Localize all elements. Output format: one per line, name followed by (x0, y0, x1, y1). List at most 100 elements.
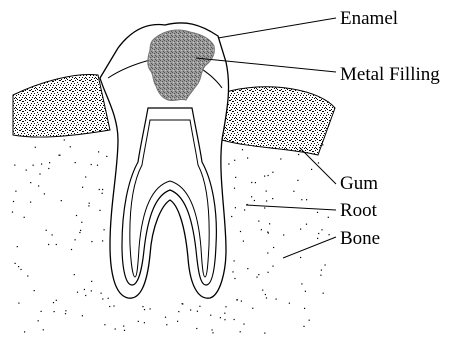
bone-speckle (267, 252, 268, 253)
bone-speckle (273, 247, 274, 248)
bone-speckle (262, 290, 263, 291)
bone-speckle (75, 162, 76, 163)
bone-speckle (41, 164, 42, 165)
bone-speckle (321, 229, 322, 230)
label-bone: Bone (340, 228, 380, 249)
bone-speckle (234, 319, 235, 320)
bone-speckle (24, 331, 25, 332)
bone-speckle (232, 271, 233, 272)
bone-speckle (261, 229, 262, 230)
bone-speckle (328, 217, 329, 218)
bone-speckle (39, 173, 40, 174)
bone-speckle (123, 326, 124, 327)
bone-speckle (71, 249, 72, 250)
bone-speckle (65, 313, 66, 314)
bone-speckle (15, 191, 16, 192)
bone-speckle (318, 162, 319, 163)
bone-speckle (34, 290, 35, 291)
bone-speckle (61, 200, 62, 201)
bone-speckle (54, 311, 55, 312)
bone-speckle (101, 293, 102, 294)
bone-speckle (98, 151, 99, 152)
bone-speckle (13, 201, 14, 202)
bone-speckle (320, 275, 321, 276)
bone-speckle (297, 180, 298, 181)
bone-speckle (102, 189, 103, 190)
bone-speckle (178, 311, 179, 312)
bone-speckle (212, 332, 213, 333)
bone-speckle (300, 257, 301, 258)
bone-speckle (99, 189, 100, 190)
bone-speckle (242, 149, 243, 150)
bone-speckle (235, 207, 236, 208)
bone-speckle (196, 328, 197, 329)
bone-speckle (99, 210, 100, 211)
bone-speckle (251, 182, 252, 183)
bone-speckle (252, 308, 253, 309)
bone-speckle (325, 264, 326, 265)
bone-speckle (272, 266, 273, 267)
bone-speckle (27, 275, 28, 276)
bone-speckle (317, 212, 318, 213)
bone-speckle (241, 301, 242, 302)
bone-speckle (322, 144, 323, 145)
bone-speckle (276, 299, 277, 300)
gum-right (222, 87, 335, 155)
bone-speckle (220, 317, 221, 318)
bone-speckle (65, 310, 66, 311)
bone-speckle (20, 269, 21, 270)
bone-speckle (254, 200, 255, 201)
bone-speckle (18, 266, 19, 267)
bone-speckle (311, 169, 312, 170)
bone-speckle (329, 234, 330, 235)
bone-speckle (38, 185, 39, 186)
bone-speckle (212, 329, 213, 330)
bone-speckle (199, 306, 200, 307)
bone-speckle (102, 298, 103, 299)
bone-speckle (38, 320, 39, 321)
bone-speckle (56, 300, 57, 301)
bone-speckle (165, 317, 166, 318)
bone-speckle (268, 175, 269, 176)
bone-speckle (76, 215, 77, 216)
bone-speckle (48, 244, 49, 245)
gum-left (13, 74, 110, 137)
bone-speckle (321, 270, 322, 271)
bone-speckle (235, 177, 236, 178)
bone-speckle (46, 230, 47, 231)
bone-speckle (26, 170, 27, 171)
bone-speckle (266, 297, 267, 298)
bone-speckle (224, 319, 225, 320)
bone-speckle (102, 240, 103, 241)
bone-speckle (300, 229, 301, 230)
bone-speckle (48, 168, 49, 169)
bone-speckle (18, 303, 19, 304)
bone-speckle (150, 308, 151, 309)
bone-speckle (280, 158, 281, 159)
root-leader (246, 205, 336, 210)
bone-speckle (177, 321, 178, 322)
bone-leader (283, 237, 336, 258)
bone-speckle (268, 272, 269, 273)
bone-speckle (144, 309, 145, 310)
bone-speckle (124, 330, 125, 331)
bone-speckle (84, 289, 85, 290)
bone-speckle (43, 329, 44, 330)
label-gum: Gum (340, 173, 378, 194)
bone-speckle (247, 157, 248, 158)
bone-speckle (104, 229, 105, 230)
bone-speckle (266, 200, 267, 201)
bone-speckle (240, 231, 241, 232)
bone-speckle (293, 191, 294, 192)
bone-speckle (268, 232, 269, 233)
bone-speckle (298, 154, 299, 155)
bone-speckle (306, 199, 307, 200)
bone-speckle (113, 305, 114, 306)
bone-speckle (53, 302, 54, 303)
bone-speckle (182, 303, 183, 304)
bone-speckle (317, 238, 318, 239)
bone-speckle (30, 182, 31, 183)
bone-speckle (247, 268, 248, 269)
bone-speckle (70, 146, 71, 147)
bone-speckle (41, 311, 42, 312)
